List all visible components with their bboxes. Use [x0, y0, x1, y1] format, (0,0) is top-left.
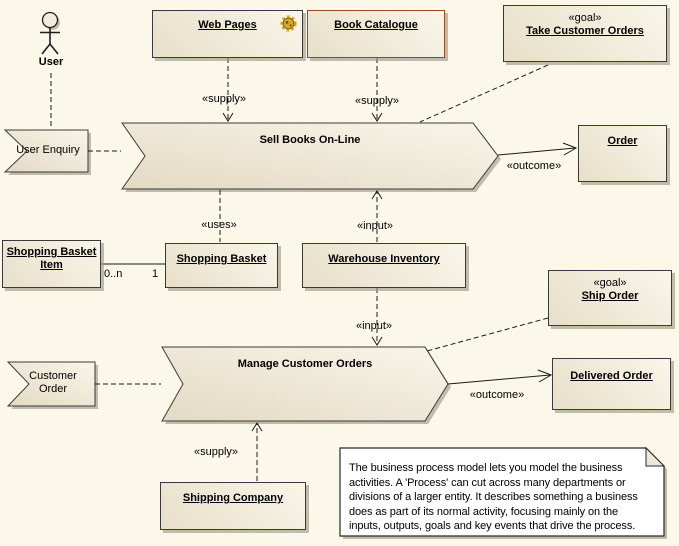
connector-input-warehouse-sell[interactable] [371, 190, 383, 242]
node-take-customer-orders-label: Take Customer Orders [526, 25, 644, 37]
node-shopping-basket-label: Shopping Basket [176, 253, 267, 265]
event-customer-order-label: Customer Order [29, 370, 77, 395]
event-user-enquiry[interactable] [3, 129, 91, 175]
label-input-manage[interactable]: «input» [355, 320, 393, 332]
multiplicity-0n[interactable]: 0..n [104, 268, 123, 280]
process-manage-customer-orders[interactable] [161, 346, 451, 424]
process-manage-orders-label: Manage Customer Orders [237, 358, 373, 370]
node-order[interactable]: Order [578, 125, 667, 182]
node-ship-order-label: Ship Order [581, 290, 639, 302]
process-sell-books-online[interactable] [121, 122, 501, 192]
label-supply-catalogue[interactable]: «supply» [354, 95, 400, 107]
node-goal-take-customer-orders[interactable]: «goal» Take Customer Orders [503, 5, 667, 62]
node-book-catalogue[interactable]: Book Catalogue [307, 10, 445, 58]
open-arrowhead [371, 112, 383, 122]
node-warehouse-inventory[interactable]: Warehouse Inventory [302, 243, 466, 288]
connector-goal-take-orders[interactable] [419, 64, 549, 123]
note-dogear [645, 446, 666, 467]
event-customer-order[interactable] [6, 361, 98, 409]
node-shipping-company-label: Shipping Company [182, 492, 284, 504]
node-warehouse-inventory-label: Warehouse Inventory [328, 253, 440, 265]
open-arrowhead [371, 336, 383, 346]
connector-goal-ship-order[interactable] [426, 317, 549, 352]
connector-shipping-supply[interactable] [251, 422, 263, 481]
connector-webpages-supply[interactable] [222, 58, 234, 122]
node-order-label: Order [607, 135, 638, 147]
node-shipping-company[interactable]: Shipping Company [160, 482, 306, 530]
stereotype-goal: «goal» [568, 12, 602, 24]
node-web-pages[interactable]: Web Pages [152, 10, 303, 58]
node-shopping-basket-item-label: Shopping Basket Item [6, 246, 97, 271]
node-shopping-basket-item[interactable]: Shopping Basket Item [2, 240, 101, 288]
note-text: The business process model lets you mode… [349, 462, 638, 532]
label-supply-shipping[interactable]: «supply» [193, 446, 239, 458]
actor-head [41, 11, 59, 29]
label-uses[interactable]: «uses» [201, 219, 237, 231]
event-user-enquiry-label: User Enquiry [16, 144, 80, 156]
node-book-catalogue-label: Book Catalogue [334, 19, 418, 31]
node-delivered-order[interactable]: Delivered Order [552, 358, 671, 410]
connector-outcome-order[interactable] [497, 142, 578, 156]
open-arrowhead [222, 112, 234, 122]
node-web-pages-label: Web Pages [198, 19, 257, 31]
gear-icon [280, 15, 297, 32]
label-outcome-delivered[interactable]: «outcome» [469, 389, 525, 401]
open-arrowhead [371, 190, 383, 200]
node-shopping-basket[interactable]: Shopping Basket [165, 243, 278, 288]
open-arrowhead [251, 422, 263, 432]
open-arrowhead [537, 369, 553, 383]
stereotype-goal: «goal» [593, 277, 627, 289]
label-supply-web[interactable]: «supply» [201, 93, 247, 105]
node-goal-ship-order[interactable]: «goal» Ship Order [548, 270, 672, 326]
actor-user[interactable] [40, 11, 60, 55]
node-delivered-order-label: Delivered Order [570, 370, 653, 382]
process-sell-books-label: Sell Books On-Line [259, 134, 361, 146]
note-business-process[interactable] [339, 446, 667, 539]
open-arrowhead [562, 142, 578, 156]
label-input-sell[interactable]: «input» [356, 220, 394, 232]
multiplicity-1[interactable]: 1 [152, 268, 159, 280]
connector-catalogue-supply[interactable] [371, 58, 383, 122]
label-outcome-order[interactable]: «outcome» [506, 160, 562, 172]
actor-user-label: User [38, 56, 64, 68]
connector-input-warehouse-manage[interactable] [371, 288, 383, 346]
connector-outcome-delivered[interactable] [447, 369, 553, 385]
